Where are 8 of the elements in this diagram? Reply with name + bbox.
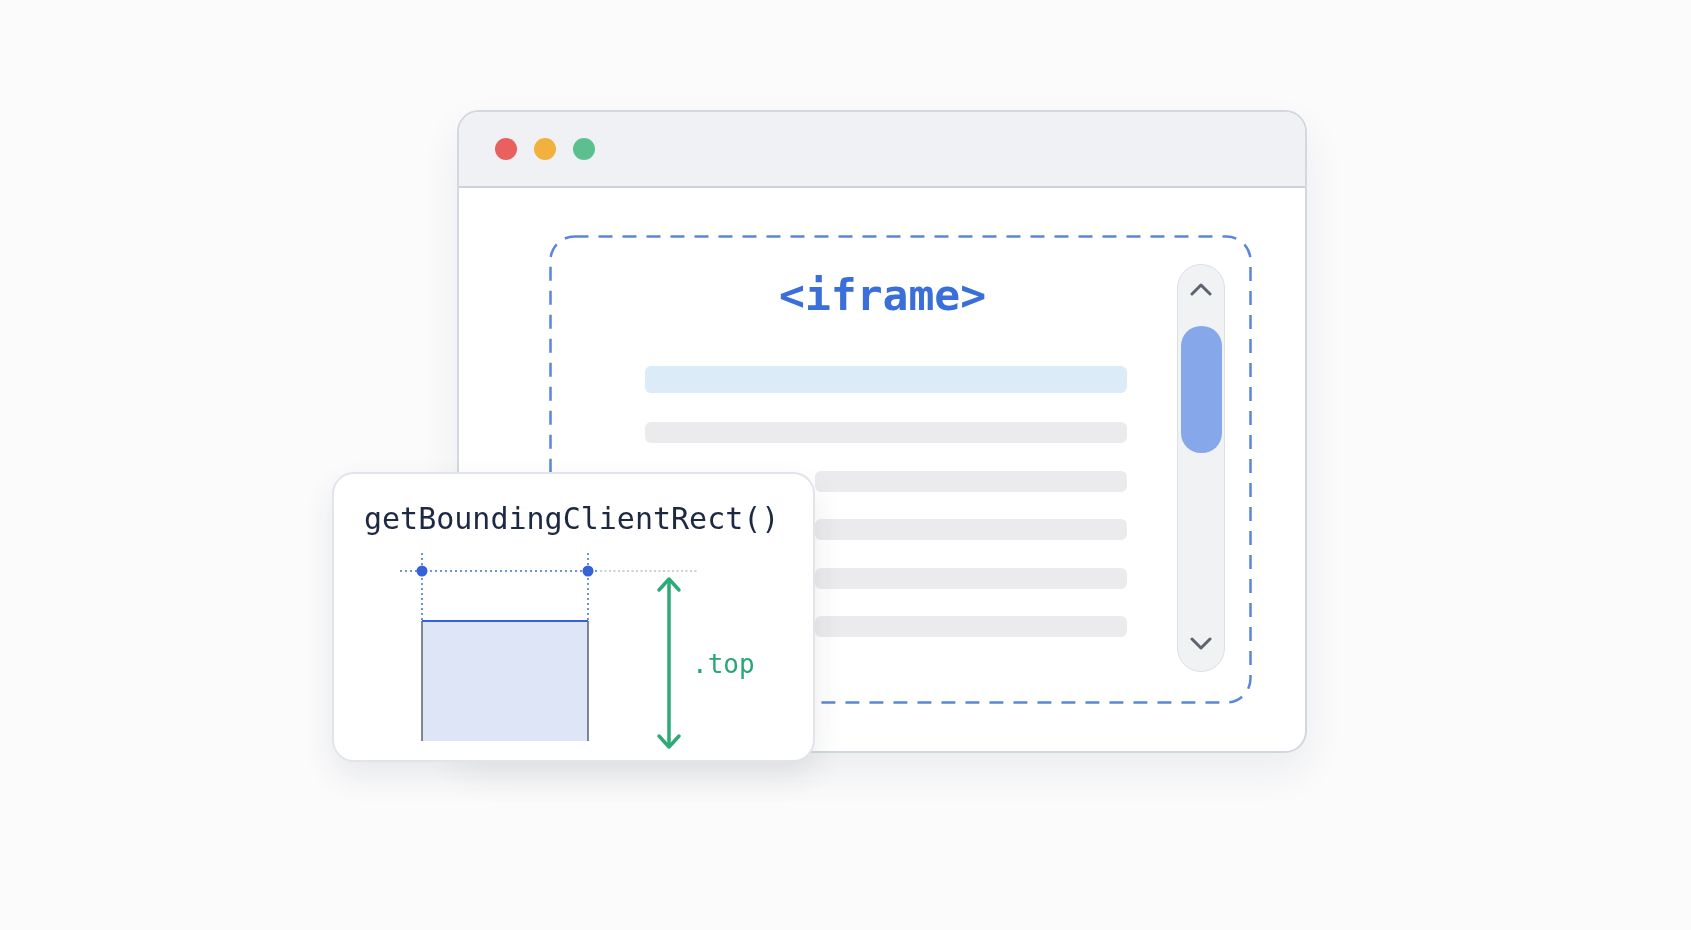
content-line — [815, 471, 1127, 492]
content-line — [815, 568, 1127, 589]
dimension-label: .top — [692, 649, 755, 681]
tag-heading: <iframe> — [779, 270, 987, 322]
content-line — [815, 519, 1127, 540]
method-name: getBoundingClientRect() — [364, 501, 780, 537]
content-line — [815, 616, 1127, 637]
code-tooltip — [332, 472, 815, 762]
